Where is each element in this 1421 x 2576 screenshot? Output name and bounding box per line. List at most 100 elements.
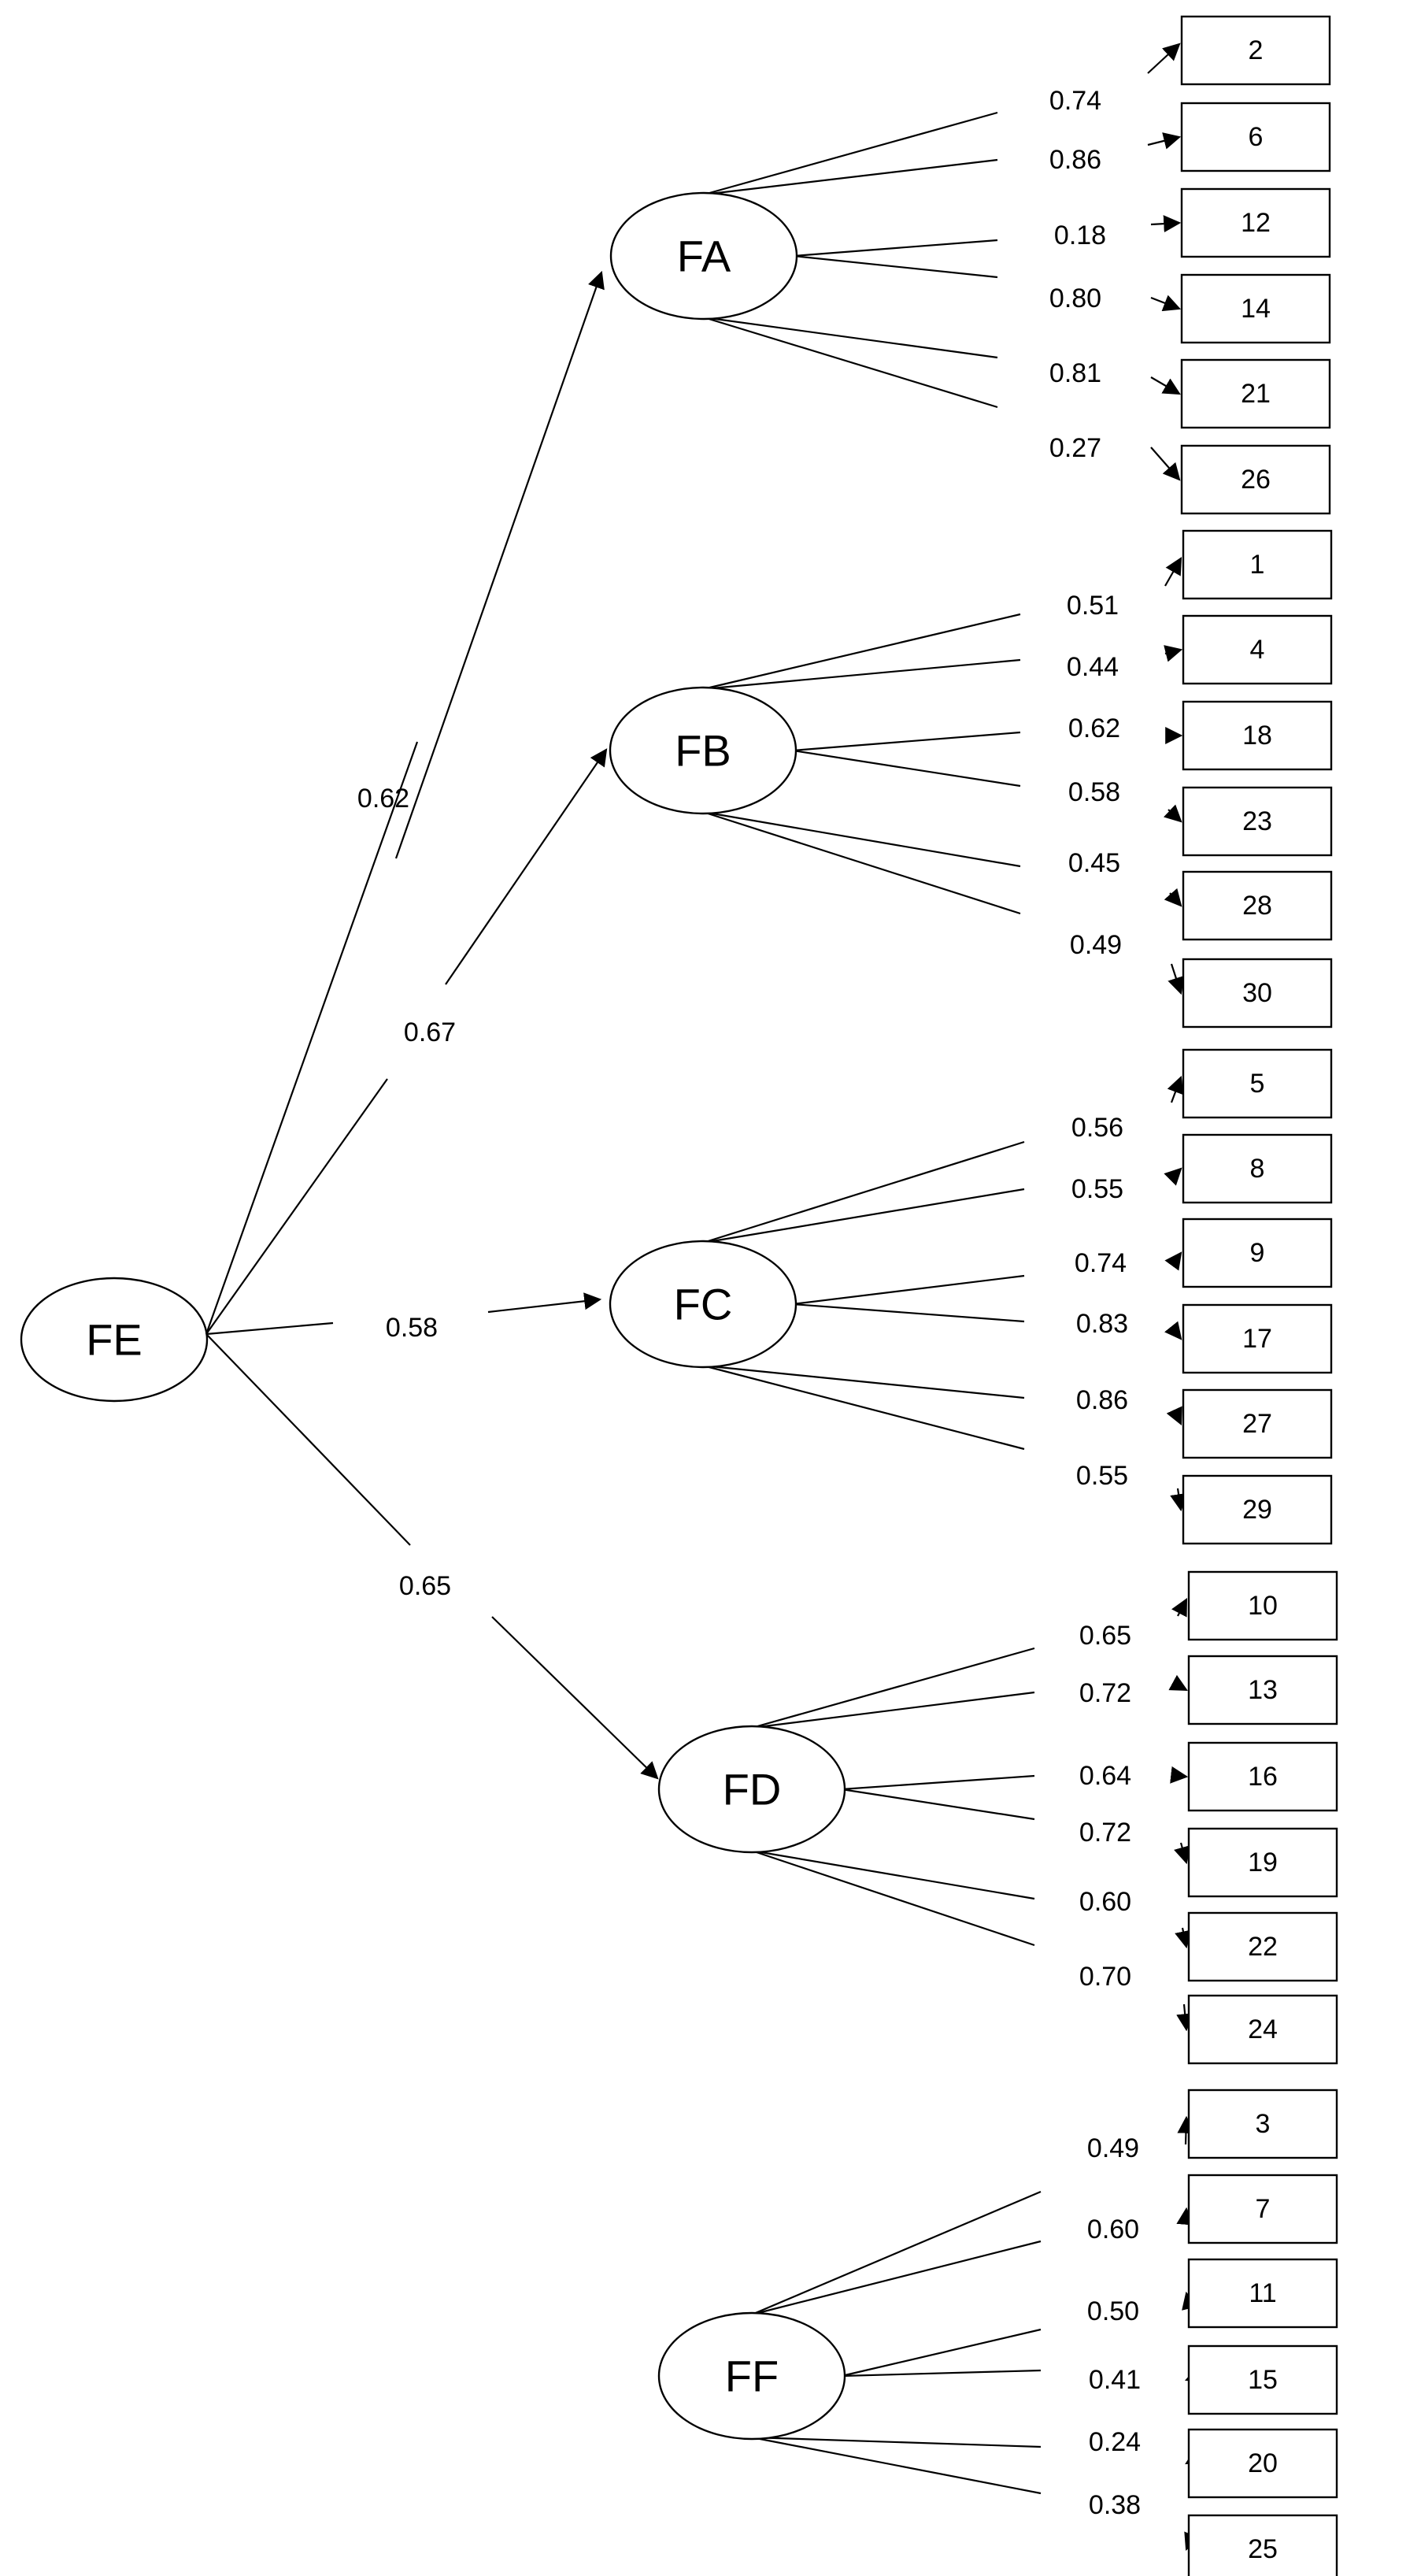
fan-line: [751, 2436, 1042, 2495]
item-box: 22: [1187, 1911, 1338, 1982]
item-box: 20: [1187, 2428, 1338, 2499]
item-number: 10: [1248, 1591, 1278, 1621]
loading-label: 0.49: [1070, 930, 1122, 960]
item-number: 12: [1241, 208, 1271, 238]
fan-line: [751, 2436, 1042, 2448]
item-box: 14: [1180, 273, 1331, 344]
fan-line: [841, 1788, 1035, 1821]
item-box: 15: [1187, 2344, 1338, 2415]
loading-arrow: [1168, 963, 1185, 995]
fan-line: [703, 316, 998, 409]
item-number: 19: [1248, 1848, 1278, 1877]
item-number: 23: [1242, 806, 1272, 836]
loading-label: 0.86: [1049, 145, 1101, 175]
loading-label: 0.38: [1089, 2490, 1141, 2520]
item-box: 17: [1182, 1303, 1333, 1374]
root-label: FE: [86, 1315, 142, 1365]
item-number: 13: [1248, 1675, 1278, 1705]
fan-line: [793, 254, 998, 279]
loading-label: 0.60: [1079, 1887, 1131, 1917]
loading-label: 0.27: [1049, 433, 1101, 463]
fan-line: [792, 1274, 1025, 1306]
loading-label: 0.50: [1087, 2296, 1139, 2326]
fan-line: [751, 1691, 1035, 1729]
top-loading-fd: 0.65: [399, 1571, 451, 1601]
fan-line: [702, 810, 1021, 915]
fan-line: [841, 2328, 1042, 2378]
item-number: 22: [1248, 1932, 1278, 1962]
edge-fe-fb: [205, 748, 608, 1335]
item-number: 20: [1248, 2448, 1278, 2478]
item-box: 24: [1187, 1994, 1338, 2065]
loading-label: 0.65: [1079, 1621, 1131, 1651]
item-number: 11: [1249, 2278, 1276, 2308]
edge-fe-fc: [205, 1292, 602, 1336]
top-edges: [205, 270, 659, 1780]
fan-line: [702, 1364, 1025, 1451]
loading-label: 0.51: [1067, 591, 1119, 621]
item-number: 6: [1249, 122, 1264, 152]
loading-label: 0.24: [1089, 2427, 1141, 2457]
item-box: 10: [1187, 1570, 1338, 1641]
fan-line: [841, 2369, 1042, 2378]
fan-line: [792, 731, 1021, 752]
item-box: 2: [1180, 15, 1331, 86]
loading-label: 0.72: [1079, 1818, 1131, 1848]
fan-line: [792, 749, 1021, 788]
loading-arrow: [1176, 2003, 1194, 2032]
loading-arrow: [1175, 1927, 1192, 1949]
loading-label: 0.86: [1076, 1385, 1128, 1415]
factor-label: FF: [725, 2352, 779, 2401]
loading-label: 0.70: [1079, 1962, 1131, 1992]
fan-line: [751, 1647, 1035, 1729]
loading-arrow: [1164, 1251, 1182, 1271]
item-box: 27: [1182, 1388, 1333, 1459]
item-box: 7: [1187, 2174, 1338, 2244]
fan-line: [702, 1364, 1025, 1399]
loading-label: 0.80: [1049, 284, 1101, 313]
factor-label: FB: [675, 726, 731, 776]
loading-label: 0.44: [1067, 652, 1119, 682]
fan-line: [792, 1303, 1025, 1323]
loading-label: 0.60: [1087, 2215, 1139, 2244]
item-number: 29: [1242, 1495, 1272, 1525]
loading-label: 0.83: [1076, 1309, 1128, 1339]
fan-line: [702, 613, 1021, 691]
item-number: 16: [1248, 1762, 1278, 1792]
fan-line: [702, 810, 1021, 868]
item-box: 3: [1187, 2089, 1338, 2159]
item-number: 15: [1248, 2365, 1278, 2395]
loading-label: 0.74: [1075, 1248, 1127, 1278]
item-number: 5: [1250, 1069, 1265, 1099]
item-box: 1: [1182, 529, 1333, 600]
loading-arrow: [1171, 1598, 1188, 1618]
loading-arrow: [1147, 132, 1182, 150]
factor-label: FC: [674, 1280, 733, 1329]
fan-line: [793, 239, 998, 258]
fan-line: [702, 1140, 1025, 1244]
loading-arrow: [1164, 645, 1183, 662]
item-box: 25: [1187, 2514, 1338, 2576]
loading-arrow: [1168, 1674, 1188, 1692]
item-number: 17: [1242, 1324, 1272, 1354]
loading-label: 0.72: [1079, 1678, 1131, 1708]
fan-line: [751, 1849, 1035, 1947]
fan-line: [702, 1188, 1025, 1244]
edge-fe-fd: [205, 1333, 659, 1780]
item-box: 23: [1182, 786, 1333, 857]
item-box: 30: [1182, 958, 1333, 1029]
loading-label: 0.62: [1068, 713, 1120, 743]
loading-label: 0.18: [1054, 221, 1106, 250]
loading-arrow: [1150, 295, 1182, 312]
loading-arrow: [1150, 215, 1182, 233]
loading-label: 0.49: [1087, 2133, 1139, 2163]
loading-arrow: [1164, 888, 1182, 907]
item-number: 1: [1250, 550, 1265, 580]
item-number: 4: [1250, 635, 1265, 665]
item-box: 29: [1182, 1474, 1333, 1545]
item-box: 5: [1182, 1048, 1333, 1119]
fan-line: [751, 2240, 1042, 2316]
